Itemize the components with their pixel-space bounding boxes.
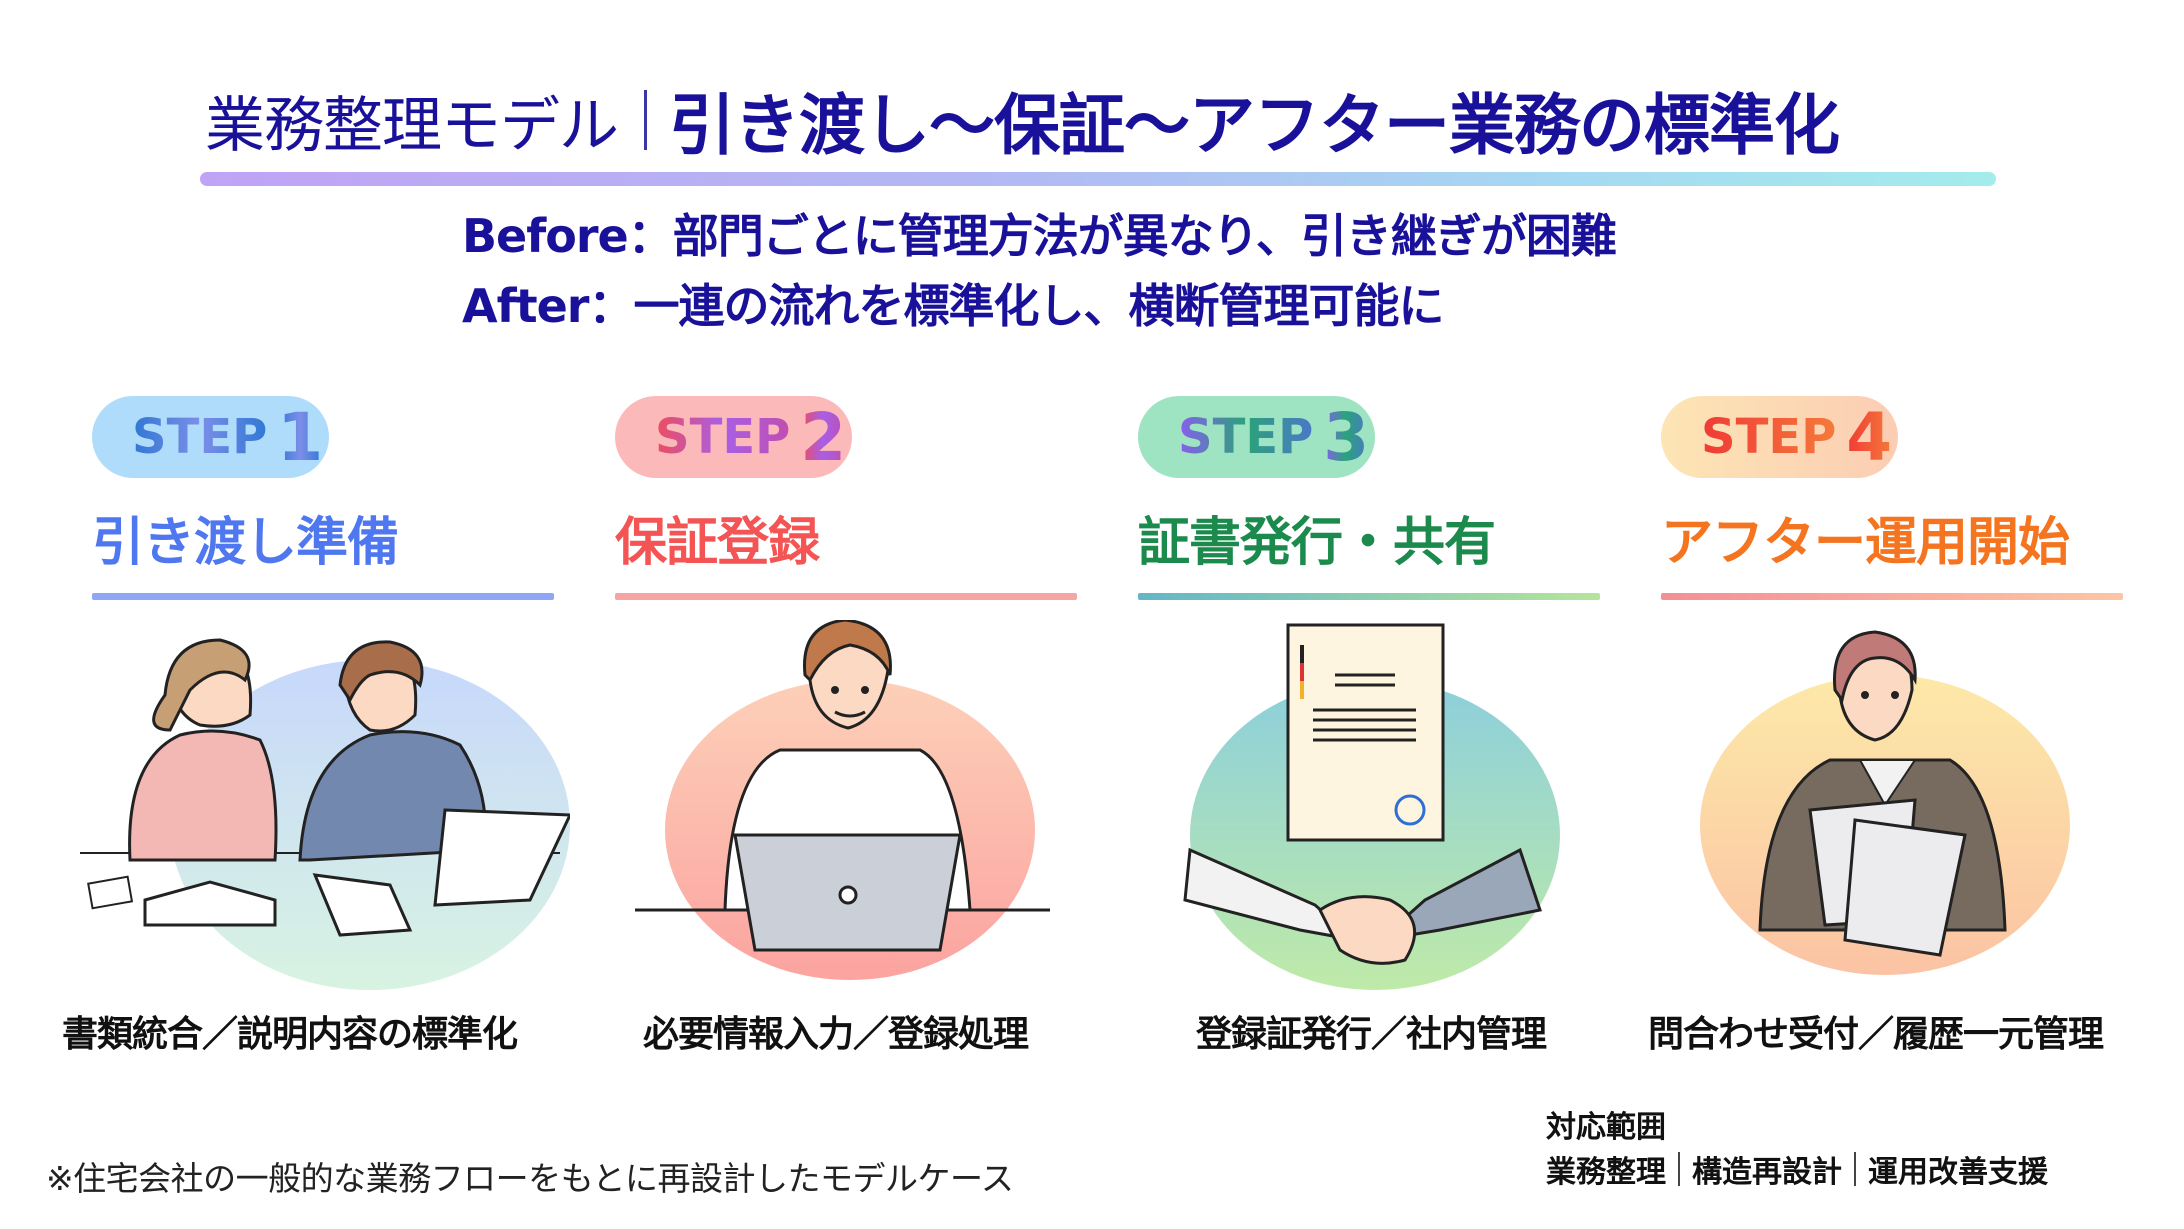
title-separator: [644, 90, 647, 150]
scope-item: 業務整理: [1546, 1155, 1666, 1190]
step-title: 保証登録: [615, 513, 820, 573]
step-label: STEP: [1701, 409, 1837, 465]
page-title: 業務整理モデル 引き渡し〜保証〜アフター業務の標準化: [205, 80, 1840, 164]
illustration-certificate-handshake-icon: [1183, 623, 1560, 990]
scope-item: 運用改善支援: [1868, 1155, 2048, 1190]
scope-divider: [1854, 1152, 1856, 1186]
step-underline: [1661, 593, 2123, 600]
scope-item: 構造再設計: [1692, 1155, 1842, 1190]
step-label: STEP: [132, 409, 268, 465]
step-title: アフター運用開始: [1661, 513, 2070, 573]
step-title: 証書発行・共有: [1138, 513, 1496, 573]
illustration-man-with-laptop-icon: [635, 620, 1050, 980]
step-number: 3: [1323, 398, 1370, 476]
illustration-man-reading-documents-icon: [1700, 630, 2070, 975]
step-underline: [615, 593, 1077, 600]
scope-items: 業務整理 構造再設計 運用改善支援: [1546, 1147, 2048, 1191]
step-title: 引き渡し準備: [92, 513, 399, 573]
after-statement: After：一連の流れを標準化し、横断管理可能に: [462, 279, 1444, 333]
step-label: STEP: [655, 409, 791, 465]
step-1-caption: 書類統合／説明内容の標準化: [62, 1014, 518, 1055]
step-number: 2: [800, 398, 847, 476]
illustration-two-people-reviewing-documents-icon: [80, 638, 570, 990]
step-number: 1: [277, 398, 324, 476]
scope-divider: [1678, 1152, 1680, 1186]
step-number: 4: [1846, 398, 1893, 476]
title-subtitle: 業務整理モデル: [205, 90, 619, 161]
step-3-caption: 登録証発行／社内管理: [1196, 1014, 1547, 1055]
step-2-caption: 必要情報入力／登録処理: [643, 1014, 1029, 1055]
title-main: 引き渡し〜保証〜アフター業務の標準化: [669, 87, 1840, 164]
footnote: ※住宅会社の一般的な業務フローをもとに再設計したモデルケース: [46, 1159, 1014, 1198]
step-underline: [92, 593, 554, 600]
scope-label: 対応範囲: [1546, 1110, 1666, 1145]
step-label: STEP: [1178, 409, 1314, 465]
step-4-caption: 問合わせ受付／履歴一元管理: [1648, 1014, 2104, 1055]
title-gradient-bar: [200, 172, 1996, 186]
before-statement: Before：部門ごとに管理方法が異なり、引き継ぎが困難: [462, 209, 1617, 263]
step-underline: [1138, 593, 1600, 600]
